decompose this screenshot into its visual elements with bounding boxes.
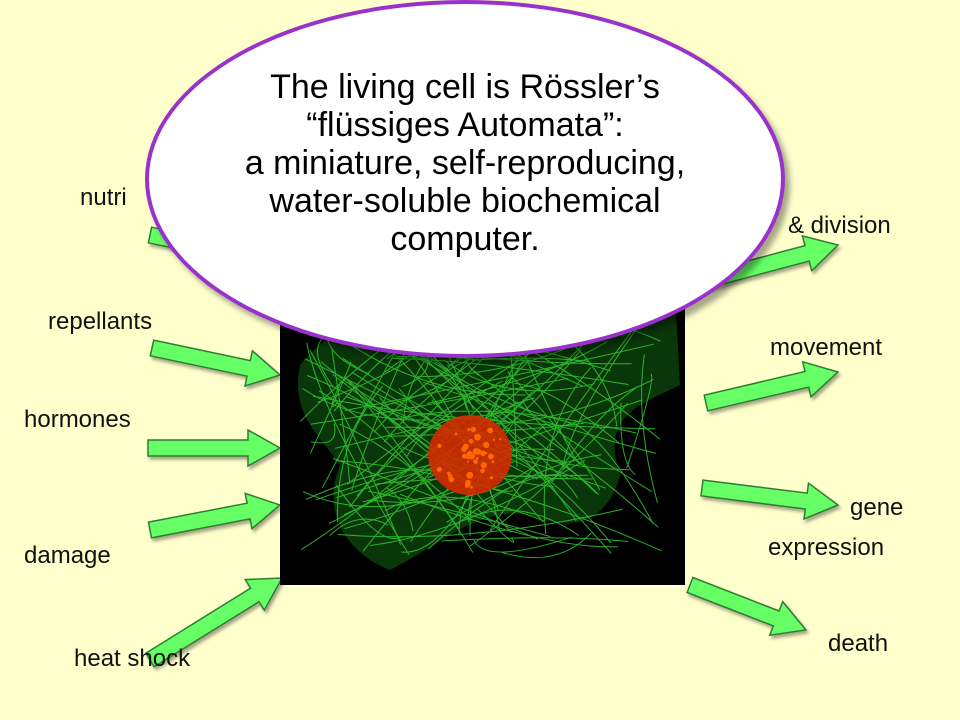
nucleus-speckle: [462, 453, 467, 459]
cytoskeleton-fiber: [344, 375, 460, 530]
nucleus-speckle: [447, 473, 453, 479]
cytoskeleton-fiber: [406, 416, 502, 457]
cytoskeleton-fiber: [473, 536, 572, 553]
cytoskeleton-fiber: [318, 390, 474, 553]
cytoskeleton-fiber: [369, 459, 586, 546]
cytoskeleton-fiber: [641, 354, 658, 503]
callout-ellipse: [145, 0, 785, 358]
cytoskeleton-fiber: [543, 367, 592, 534]
nucleus-speckle: [466, 471, 474, 479]
cytoskeleton-fiber: [309, 362, 352, 454]
cytoskeleton-fiber: [304, 358, 553, 480]
nucleus-speckle: [489, 476, 494, 480]
cytoskeleton-fiber: [306, 375, 512, 533]
arrow-death-out: [686, 576, 808, 637]
nucleus-speckle: [475, 456, 479, 460]
cytoskeleton-fiber: [331, 349, 351, 484]
arrow-heat-shock-in: [144, 577, 284, 668]
cytoskeleton-fiber: [510, 350, 518, 467]
callout-line-1: The living cell is Rössler’s: [270, 68, 660, 106]
nucleus-speckle: [472, 448, 480, 455]
nucleus-speckle: [499, 438, 502, 441]
cytoskeleton-fiber: [391, 357, 629, 386]
cytoskeleton-fiber: [337, 508, 623, 538]
cytoskeleton-fiber: [384, 340, 659, 528]
nucleus-speckle: [461, 446, 467, 452]
label-heat-shock: heat shock: [74, 645, 191, 672]
cytoskeleton-fiber: [335, 484, 403, 540]
cytoskeleton-fiber: [501, 532, 592, 559]
nucleus-speckle: [437, 443, 442, 449]
cytoskeleton-fiber: [572, 422, 654, 524]
arrow-movement-out: [703, 360, 840, 412]
callout-line-3: a miniature, self-reproducing,: [244, 144, 686, 182]
nucleus-speckle: [472, 427, 476, 430]
cytoskeleton-fiber: [306, 342, 410, 555]
label-movement: movement: [770, 334, 883, 361]
label-growth-division: & division: [788, 212, 891, 239]
nucleus-speckle: [470, 485, 473, 489]
label-expression: expression: [768, 534, 885, 561]
nucleus-speckle: [491, 460, 495, 464]
cytoskeleton-fiber: [507, 371, 601, 491]
cytoskeleton-fiber: [384, 496, 545, 522]
cytoskeleton-fiber: [471, 357, 590, 362]
label-repellants: repellants: [48, 308, 153, 335]
nucleus-speckle: [480, 450, 486, 457]
label-nutrients: nutri: [80, 184, 127, 211]
nucleus-speckle: [492, 438, 496, 441]
nucleus-speckle: [467, 428, 471, 432]
callout-line-4: water-soluble biochemical: [269, 182, 661, 220]
nucleus-speckle: [468, 453, 475, 460]
cytoskeleton-fiber: [427, 340, 608, 404]
nucleus-speckle: [480, 468, 485, 474]
nucleus-speckle: [487, 453, 494, 460]
cytoskeleton-fiber: [391, 410, 637, 434]
arrow-damage-in: [147, 492, 282, 539]
cytoskeleton-fiber: [336, 385, 383, 523]
cytoskeleton-fiber: [329, 518, 389, 537]
cytoskeleton-fiber: [385, 486, 414, 532]
cytoskeleton-fiber: [488, 402, 597, 494]
nucleus-speckle: [480, 461, 487, 469]
nucleus-speckle: [483, 441, 490, 449]
cytoskeleton-fiber: [385, 426, 599, 495]
cytoskeleton-fiber: [620, 402, 636, 475]
cytoskeleton-fiber: [441, 537, 629, 542]
cytoskeleton-fiber: [401, 483, 477, 553]
cytoskeleton-fiber: [476, 507, 515, 543]
cytoskeleton-fiber: [334, 427, 422, 449]
nucleus-speckle: [436, 466, 442, 472]
nucleus-speckle: [468, 438, 474, 444]
cytoskeleton-fiber: [371, 464, 536, 504]
label-hormones: hormones: [24, 406, 131, 433]
nucleus-speckle: [454, 432, 458, 436]
nucleus-speckle: [485, 452, 488, 455]
arrow-hormones-in: [147, 428, 282, 468]
callout-text: The living cell is Rössler’s “flüssiges …: [145, 68, 785, 258]
cytoskeleton-fiber: [551, 385, 640, 484]
callout-line-5: computer.: [390, 220, 540, 258]
cytoskeleton-fiber: [626, 373, 653, 469]
cytoskeleton-fiber: [514, 382, 620, 444]
cytoskeleton-fiber: [301, 359, 531, 550]
nucleus-speckle: [487, 427, 493, 434]
nucleus-speckle: [464, 482, 471, 488]
cytoskeleton-fiber: [331, 380, 343, 407]
callout-line-2: “flüssiges Automata”:: [306, 106, 624, 144]
arrow-gene-out: [700, 479, 840, 521]
cytoskeleton-fiber: [332, 457, 539, 540]
cytoskeleton-fiber: [446, 474, 569, 523]
nucleus-speckle: [466, 460, 469, 463]
label-death: death: [828, 630, 889, 657]
cytoskeleton-fiber: [310, 377, 569, 425]
label-gene: gene: [850, 494, 904, 521]
label-damage: damage: [24, 542, 111, 569]
cytoskeleton-fiber: [562, 325, 640, 471]
nucleus-speckle: [473, 459, 478, 464]
arrow-repellants-in: [149, 339, 282, 388]
nucleus-speckle: [474, 433, 481, 441]
cytoskeleton-fiber: [383, 354, 471, 407]
cytoskeleton-fiber: [443, 359, 596, 392]
